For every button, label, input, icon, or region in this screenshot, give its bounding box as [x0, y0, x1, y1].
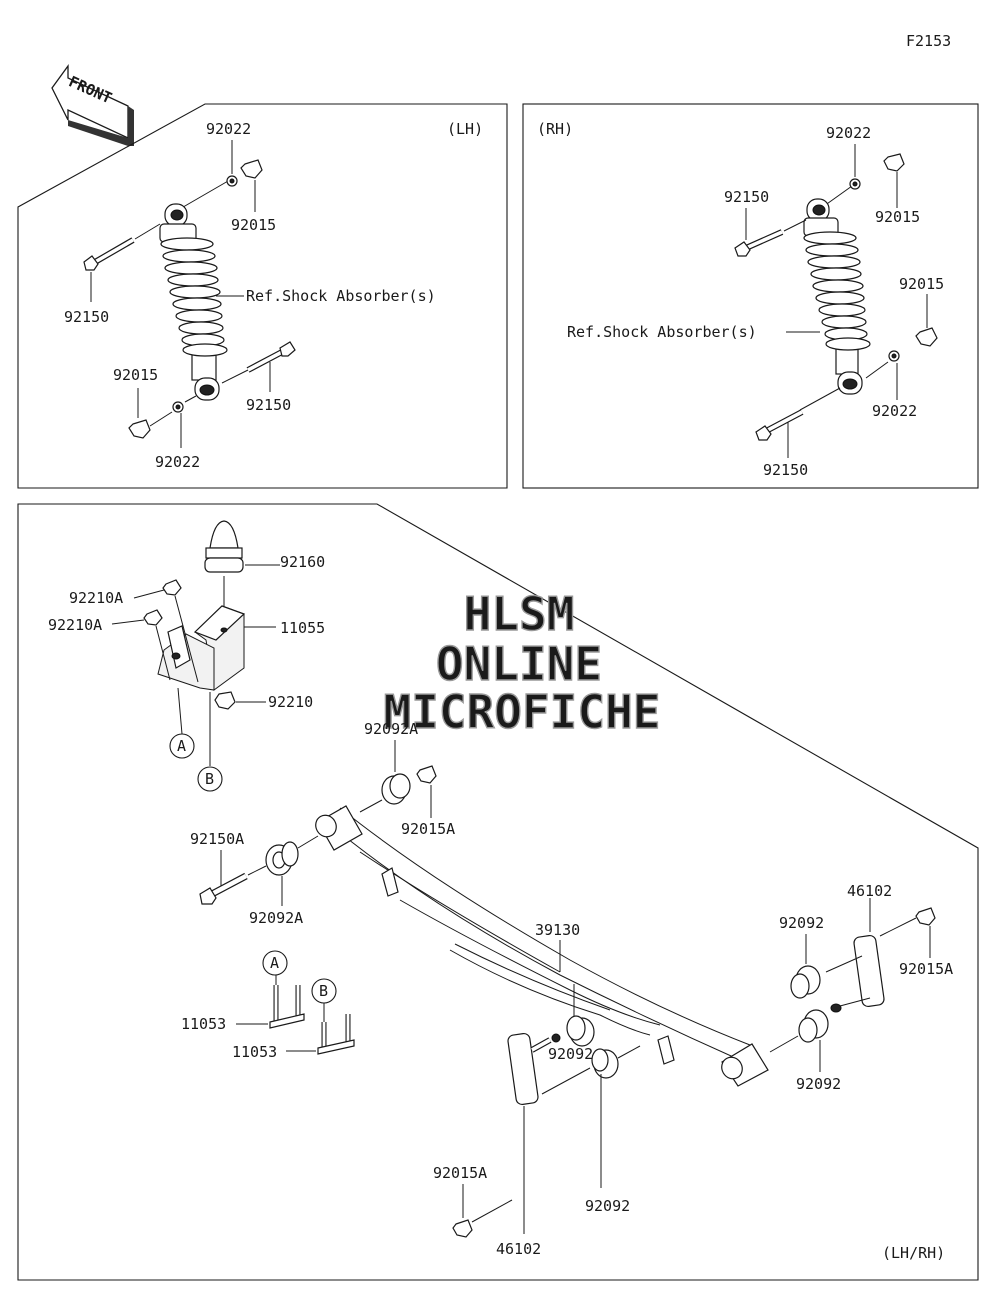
lh-panel-tag: (LH)	[447, 120, 483, 138]
watermark-line1: HLSM	[464, 587, 575, 641]
label-39130: 39130	[535, 921, 580, 939]
label-92092a: 92092A	[249, 909, 303, 927]
callout-b-label: B	[205, 770, 214, 788]
label-11053: 11053	[232, 1043, 277, 1061]
callout-a-label: A	[270, 954, 279, 972]
label-92210: 92210	[268, 693, 313, 711]
label-92150: 92150	[64, 308, 109, 326]
watermark-line3: MICROFICHE	[384, 685, 661, 739]
label-92015a: 92015A	[401, 820, 455, 838]
figure-code: F2153	[906, 32, 951, 50]
bump-stop	[204, 520, 280, 620]
shackle-bottom	[507, 1032, 591, 1234]
callout-a	[169, 733, 195, 759]
label-92092: 92092	[585, 1197, 630, 1215]
label-92092a: 92092A	[364, 720, 418, 738]
label-92092: 92092	[779, 914, 824, 932]
bushing-92092a-top	[359, 740, 411, 813]
u-bolt-b	[317, 1003, 355, 1055]
label-92015a: 92015A	[433, 1164, 487, 1182]
lh-panel: (LH)	[17, 103, 508, 489]
callout-b	[197, 766, 223, 792]
label-92160: 92160	[280, 553, 325, 571]
label-92092: 92092	[548, 1045, 593, 1063]
label-92150: 92150	[724, 188, 769, 206]
label-46102: 46102	[847, 882, 892, 900]
label-92150: 92150	[246, 396, 291, 414]
label-92022: 92022	[206, 120, 251, 138]
label-92015a: 92015A	[899, 960, 953, 978]
bolt-92150-lh-top	[83, 223, 161, 302]
u-bolt-a	[269, 974, 305, 1029]
bracket	[157, 605, 276, 691]
bolt-92150-lh-bottom	[221, 341, 296, 392]
shock-absorber-rh	[786, 185, 871, 395]
label-92150a: 92150A	[190, 830, 244, 848]
front-arrow-icon: FRONT	[51, 64, 134, 146]
ref-note-rh: Ref.Shock Absorber(s)	[567, 323, 757, 341]
label-92022: 92022	[826, 124, 871, 142]
callout-a-label: A	[177, 737, 186, 755]
label-92015: 92015	[875, 208, 920, 226]
shock-absorber-lh	[159, 176, 244, 401]
label-92092: 92092	[796, 1075, 841, 1093]
rh-panel-tag: (RH)	[537, 120, 573, 138]
label-92210a: 92210A	[69, 589, 123, 607]
label-92015: 92015	[899, 275, 944, 293]
label-11055: 11055	[280, 619, 325, 637]
label-92150: 92150	[763, 461, 808, 479]
leaf-spring-panel: (LH/RH) A	[17, 503, 979, 1281]
watermark-line2: ONLINE	[436, 637, 602, 691]
ref-note-lh: Ref.Shock Absorber(s)	[246, 287, 436, 305]
label-92022: 92022	[872, 402, 917, 420]
callout-a	[262, 950, 288, 976]
shackle-right	[830, 898, 885, 1013]
leaf-spring	[315, 805, 769, 1087]
label-92022: 92022	[155, 453, 200, 471]
callout-b	[311, 978, 337, 1004]
bottom-panel-tag: (LH/RH)	[882, 1244, 945, 1262]
label-92015: 92015	[113, 366, 158, 384]
rh-panel: (RH)	[522, 103, 979, 489]
label-46102: 46102	[496, 1240, 541, 1258]
callout-b-label: B	[319, 982, 328, 1000]
label-92210a: 92210A	[48, 616, 102, 634]
label-11053: 11053	[181, 1015, 226, 1033]
label-92015: 92015	[231, 216, 276, 234]
